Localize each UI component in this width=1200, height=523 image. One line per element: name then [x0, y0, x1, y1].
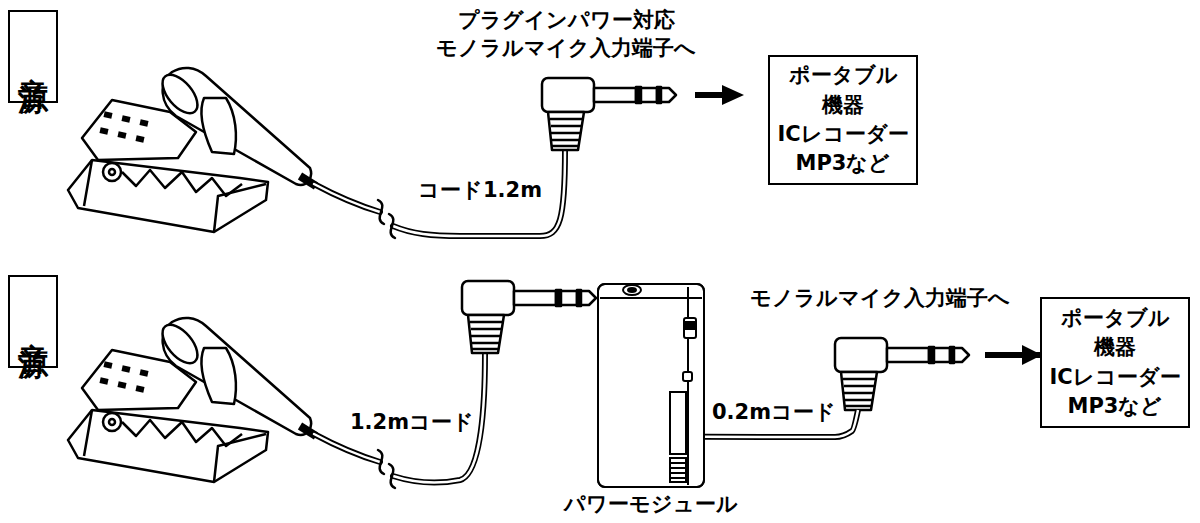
cord: [393, 150, 565, 236]
module-jack: [623, 285, 641, 295]
cord-core: [393, 150, 565, 236]
source-label: 音源: [18, 310, 48, 334]
module-window: [670, 392, 686, 454]
cord: [314, 434, 380, 462]
cord-core: [314, 434, 380, 462]
arrow-head: [722, 85, 744, 105]
port-note: プラグインパワー対応 モノラルマイク入力端子へ: [416, 6, 716, 63]
arrow-shaft: [695, 92, 726, 98]
power-switch: [684, 318, 696, 338]
cable-connector: [705, 355, 1040, 437]
source-label: 音源: [18, 45, 48, 69]
mini-plug: [542, 78, 676, 150]
module-label: パワーモジュール: [564, 490, 738, 518]
module-face: [598, 284, 704, 487]
break-mark: [378, 200, 395, 238]
device-label: ポータブル 機器 ICレコーダー MP3など: [1042, 304, 1188, 422]
device-box: ポータブル 機器 ICレコーダー MP3など: [1040, 297, 1190, 428]
clip-microphone: [68, 318, 316, 482]
mini-plug: [462, 281, 596, 353]
cord-length: コード1.2m: [418, 176, 542, 204]
clip-microphone: [68, 68, 316, 232]
power-module: パワーモジュール: [597, 283, 705, 488]
power-switch-knob: [686, 322, 694, 329]
device-box: ポータブル 機器 ICレコーダー MP3など: [768, 55, 918, 185]
module-jack: [628, 288, 636, 292]
source-box: 音源: [8, 275, 58, 368]
module-edge: [687, 287, 689, 485]
cord-length: 0.2mコード: [712, 398, 836, 426]
cord-length: 1.2mコード: [350, 408, 474, 436]
cord-core: [314, 184, 380, 212]
device-label: ポータブル 機器 ICレコーダー MP3など: [770, 61, 916, 179]
source-box: 音源: [8, 10, 58, 103]
module-grille: [670, 458, 686, 482]
module-led: [683, 372, 692, 381]
module-edge: [600, 297, 702, 299]
mini-plug: [835, 338, 969, 410]
port-note: モノラルマイク入力端子へ: [750, 284, 1010, 312]
break-mark: [378, 450, 395, 488]
cord: [314, 184, 380, 212]
module-grille-lines: [670, 463, 686, 478]
cord-core: [705, 410, 858, 437]
